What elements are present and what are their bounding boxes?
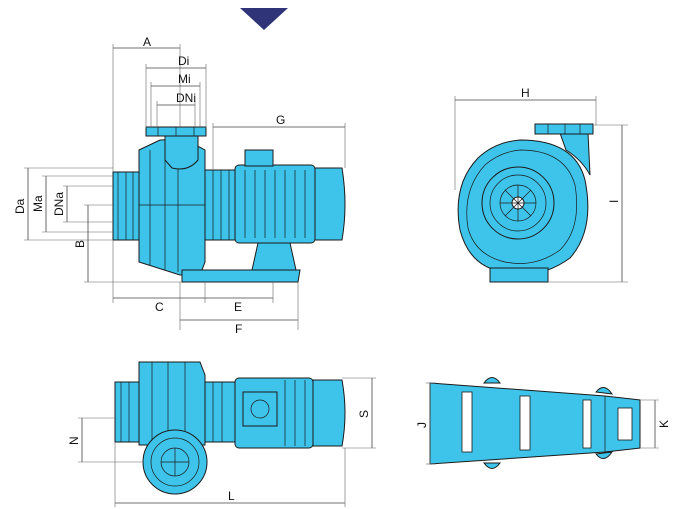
dim-label-b: B xyxy=(73,240,87,248)
top-view-dimensions xyxy=(78,377,376,507)
dim-label-c: C xyxy=(155,300,164,314)
dim-label-k: K xyxy=(657,420,671,428)
dim-label-i: I xyxy=(607,200,621,203)
front-view-dimensions xyxy=(454,96,628,283)
dim-label-dni: DNi xyxy=(176,91,196,105)
dim-label-s: S xyxy=(357,410,371,418)
dim-label-di: Di xyxy=(178,54,189,68)
dim-label-f: F xyxy=(235,322,242,336)
front-view xyxy=(457,123,594,283)
dim-label-a: A xyxy=(143,35,151,49)
dim-label-mi: Mi xyxy=(178,72,191,86)
dim-label-h: H xyxy=(521,86,530,100)
dim-label-g: G xyxy=(276,113,285,127)
dim-label-e: E xyxy=(234,300,242,314)
dim-label-da: Da xyxy=(13,198,27,214)
dim-label-dna: DNa xyxy=(52,192,66,216)
down-triangle-icon xyxy=(240,8,288,30)
base-plate-dimensions xyxy=(426,382,659,465)
base-plate-view xyxy=(429,377,641,469)
dim-label-ma: Ma xyxy=(31,195,45,212)
side-view-dimensions xyxy=(24,44,346,330)
dim-label-n: N xyxy=(67,436,81,445)
side-view xyxy=(112,126,346,283)
dim-label-j: J xyxy=(415,422,429,428)
top-view xyxy=(114,361,346,495)
dim-label-l: L xyxy=(228,489,235,503)
